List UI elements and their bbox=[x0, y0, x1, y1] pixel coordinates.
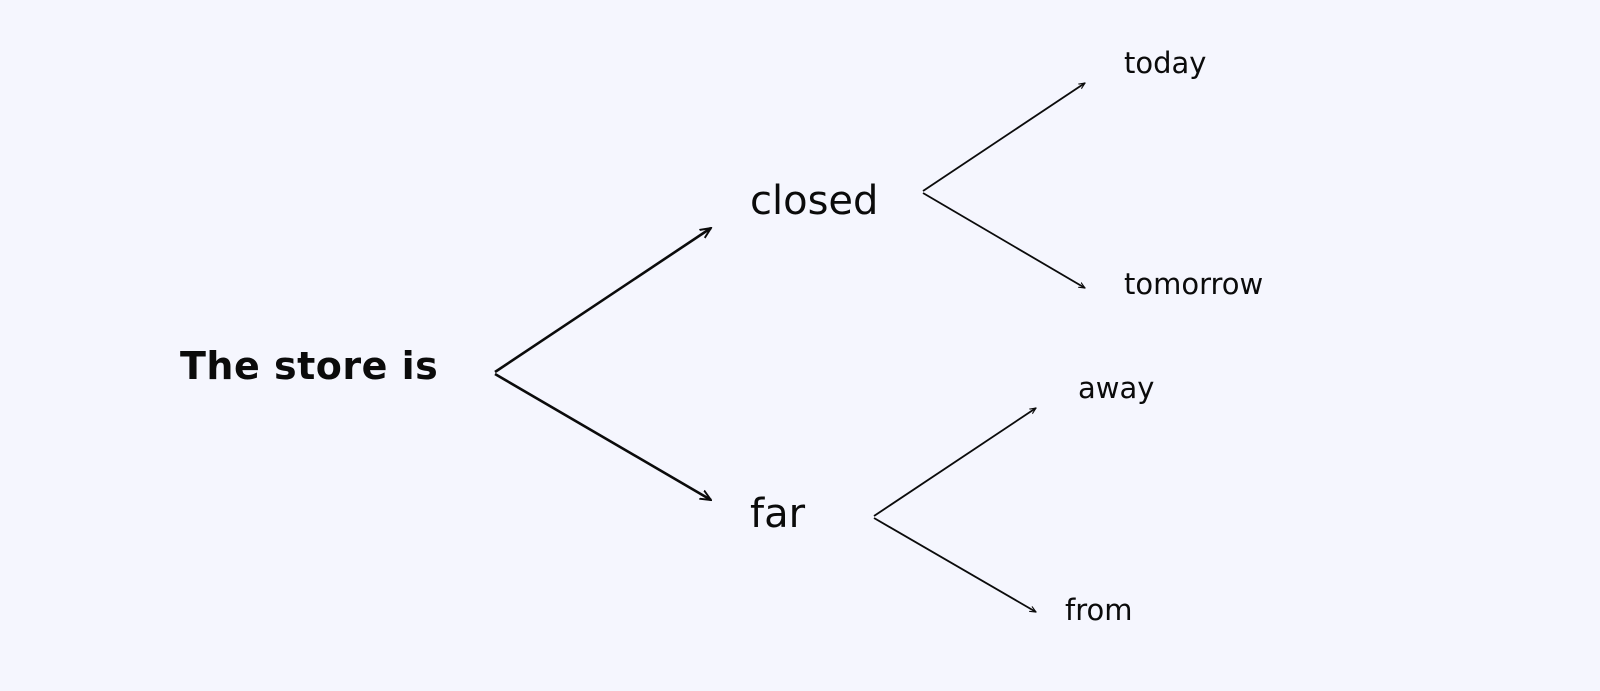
node-from: from bbox=[1065, 593, 1133, 627]
node-tomorrow: tomorrow bbox=[1124, 267, 1264, 301]
node-today: today bbox=[1124, 46, 1207, 80]
node-closed: closed bbox=[750, 178, 879, 224]
node-away: away bbox=[1078, 371, 1155, 405]
arrow-far-to-from bbox=[873, 517, 1036, 613]
root-phrase: The store is bbox=[180, 344, 439, 388]
arrow-far-to-away bbox=[873, 408, 1036, 517]
arrow-root-to-far bbox=[494, 372, 711, 500]
arrow-root-to-closed bbox=[494, 228, 711, 374]
node-far: far bbox=[750, 491, 806, 537]
arrow-closed-to-today bbox=[922, 83, 1085, 192]
arrow-closed-to-tomorrow bbox=[922, 192, 1085, 289]
